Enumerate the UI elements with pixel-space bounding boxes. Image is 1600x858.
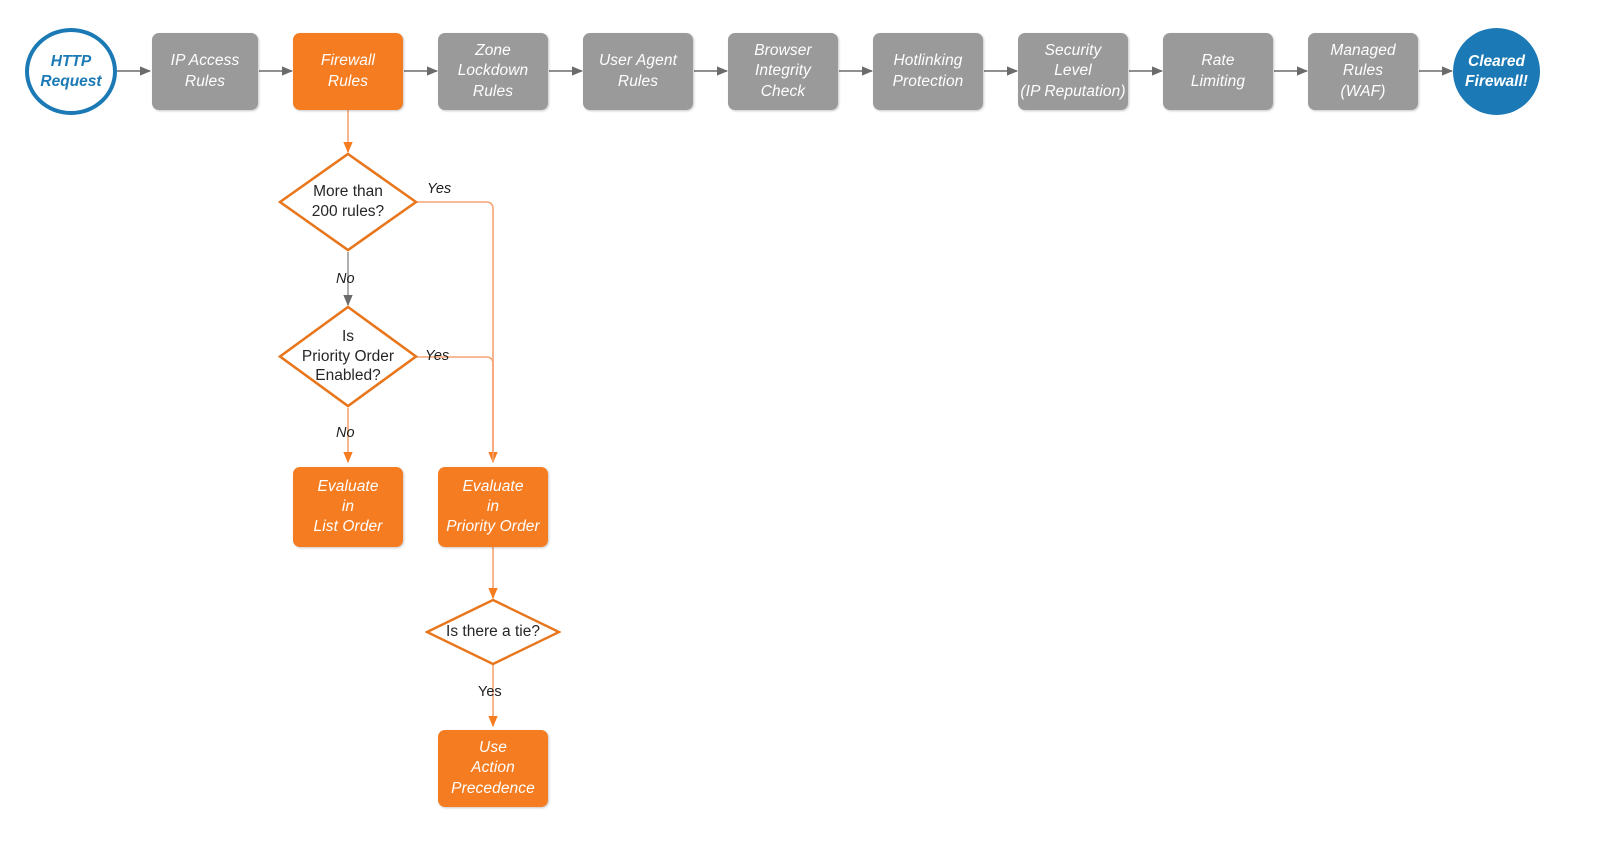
node-evaluate-list-order[interactable]: Evaluate in List Order	[293, 467, 403, 547]
node-http-request[interactable]: HTTP Request	[25, 28, 117, 115]
node-evaluate-priority-order-label: Evaluate in Priority Order	[446, 477, 540, 536]
node-zone-lockdown-rules[interactable]: Zone Lockdown Rules	[438, 33, 548, 110]
node-hotlinking-protection-label: Hotlinking Protection	[892, 52, 964, 90]
node-security-level-label: Security Level (IP Reputation)	[1020, 42, 1126, 100]
node-firewall-rules[interactable]: Firewall Rules	[293, 33, 403, 110]
node-decision-priority-order[interactable]: Is Priority Order Enabled?	[278, 305, 418, 408]
edge-label-tie-yes: Yes	[478, 684, 502, 700]
edge-more-than-200-yes	[412, 201, 498, 464]
node-zone-lockdown-rules-label: Zone Lockdown Rules	[457, 42, 529, 100]
edge-priority-order-yes	[412, 356, 494, 462]
node-decision-tie-label: Is there a tie?	[446, 623, 540, 641]
node-decision-more-than-200-label: More than 200 rules?	[311, 183, 385, 220]
edge-label-priority-order-no: No	[336, 425, 355, 441]
node-rate-limiting[interactable]: Rate Limiting	[1163, 33, 1273, 110]
diamond-shape-icon	[278, 152, 418, 252]
node-evaluate-priority-order[interactable]: Evaluate in Priority Order	[438, 467, 548, 547]
node-cleared-firewall-label: Cleared Firewall!	[1465, 52, 1528, 90]
node-security-level[interactable]: Security Level (IP Reputation)	[1018, 33, 1128, 110]
node-user-agent-rules-label: User Agent Rules	[599, 52, 677, 90]
diamond-shape-icon	[425, 598, 561, 666]
node-use-action-precedence[interactable]: Use Action Precedence	[438, 730, 548, 807]
edge-label-more-than-200-yes: Yes	[427, 181, 452, 197]
node-user-agent-rules[interactable]: User Agent Rules	[583, 33, 693, 110]
node-managed-rules-waf[interactable]: Managed Rules (WAF)	[1308, 33, 1418, 110]
node-hotlinking-protection[interactable]: Hotlinking Protection	[873, 33, 983, 110]
node-decision-priority-order-label: Is Priority Order Enabled?	[301, 327, 395, 385]
node-rate-limiting-label: Rate Limiting	[1190, 52, 1246, 90]
node-http-request-label: HTTP Request	[40, 52, 102, 90]
node-ip-access-rules[interactable]: IP Access Rules	[152, 33, 258, 110]
node-ip-access-rules-label: IP Access Rules	[170, 52, 240, 90]
node-browser-integrity-check[interactable]: Browser Integrity Check	[728, 33, 838, 110]
node-evaluate-list-order-label: Evaluate in List Order	[313, 477, 383, 536]
edge-label-priority-order-yes: Yes	[425, 348, 450, 364]
node-firewall-rules-label: Firewall Rules	[320, 52, 376, 90]
node-managed-rules-waf-label: Managed Rules (WAF)	[1330, 42, 1396, 100]
node-decision-tie[interactable]: Is there a tie?	[425, 598, 561, 666]
node-cleared-firewall[interactable]: Cleared Firewall!	[1453, 28, 1540, 115]
node-use-action-precedence-label: Use Action Precedence	[451, 739, 535, 797]
diamond-shape-icon	[278, 305, 418, 408]
edge-label-more-than-200-no: No	[336, 271, 355, 287]
node-browser-integrity-check-label: Browser Integrity Check	[754, 42, 812, 100]
node-decision-more-than-200[interactable]: More than 200 rules?	[278, 152, 418, 252]
